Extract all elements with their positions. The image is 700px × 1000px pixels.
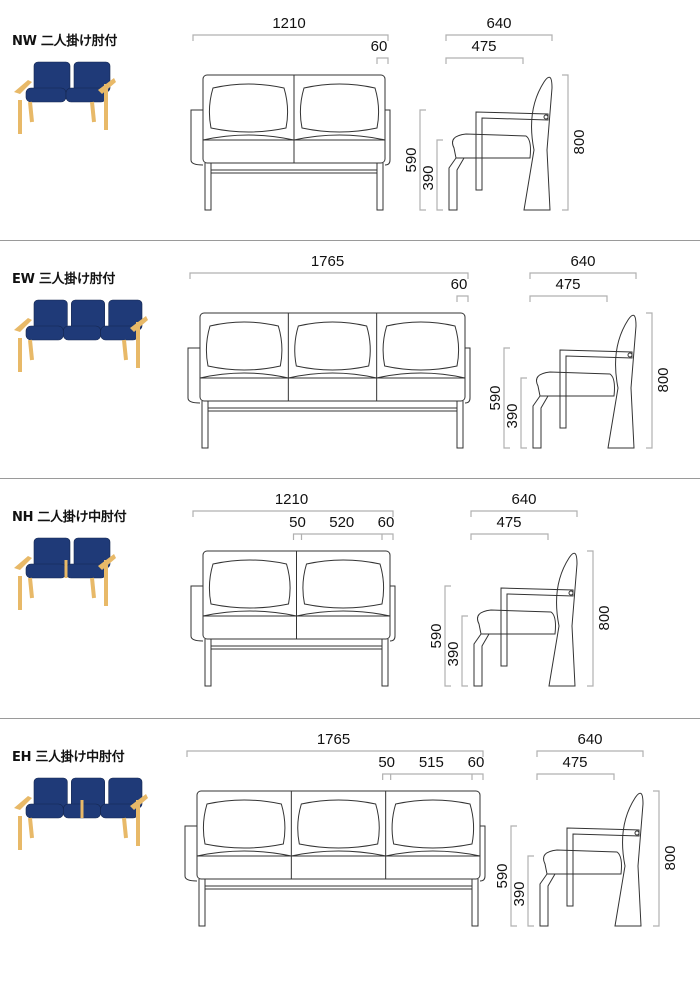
product-title: NH 二人掛け中肘付	[12, 510, 127, 525]
depth-dimension-line	[529, 272, 637, 279]
seat-depth-dimension-line	[536, 773, 615, 780]
side-view-drawing	[532, 314, 637, 449]
overall-width-dimension-line	[189, 272, 469, 279]
height-label: 800	[655, 367, 672, 392]
overall-width-dimension-line	[192, 510, 394, 517]
height-label: 800	[596, 605, 613, 630]
arm-height-dimension-line	[444, 585, 451, 687]
section-divider	[0, 478, 700, 479]
product-photo	[14, 537, 116, 610]
front-view-drawing	[190, 74, 391, 211]
seat-height-label: 390	[420, 165, 437, 190]
overall-width-dimension-line	[186, 750, 484, 757]
seat-dimension-line	[382, 773, 484, 780]
seat-depth-dimension-line	[470, 533, 549, 540]
section-divider	[0, 240, 700, 241]
front-view-drawing	[184, 790, 486, 927]
overall-width-label: 1210	[272, 15, 305, 32]
seat-height-label: 390	[445, 641, 462, 666]
height-dimension-line	[653, 790, 660, 927]
depth-label: 640	[511, 491, 536, 508]
depth-dimension-line	[536, 750, 644, 757]
seat-height-dimension-line	[527, 855, 534, 927]
depth-label: 640	[577, 731, 602, 748]
arm-height-dimension-line	[419, 109, 426, 211]
seat-depth-label: 475	[562, 754, 587, 771]
side-view-drawing	[473, 552, 578, 687]
arm-height-dimension-line	[503, 347, 510, 449]
arm-width-label: 60	[378, 514, 395, 531]
seat-depth-label: 475	[471, 38, 496, 55]
seat-height-label: 390	[504, 403, 521, 428]
overall-width-label: 1765	[311, 253, 344, 270]
depth-label: 640	[570, 253, 595, 270]
arm-width-label: 60	[468, 754, 485, 771]
height-dimension-line	[646, 312, 653, 449]
front-view-drawing	[187, 312, 471, 449]
arm-width-label: 60	[451, 276, 468, 293]
product-photo	[14, 777, 148, 850]
mid-arm-width-label: 50	[378, 754, 395, 771]
side-view-drawing	[539, 792, 644, 927]
arm-height-label: 590	[494, 863, 511, 888]
height-dimension-line	[587, 550, 594, 687]
height-label: 800	[662, 845, 679, 870]
seat-width-label: 520	[329, 514, 354, 531]
arm-width-dimension-line	[376, 57, 389, 64]
mid-arm-width-label: 50	[289, 514, 306, 531]
product-title: NW 二人掛け肘付	[12, 34, 118, 49]
arm-height-label: 590	[487, 385, 504, 410]
section-divider	[0, 718, 700, 719]
product-title: EH 三人掛け中肘付	[12, 750, 125, 765]
arm-height-label: 590	[403, 147, 420, 172]
seat-height-dimension-line	[461, 615, 468, 687]
depth-dimension-line	[470, 510, 578, 517]
depth-label: 640	[486, 15, 511, 32]
product-photo	[14, 61, 116, 134]
arm-width-label: 60	[371, 38, 388, 55]
side-view-drawing	[448, 76, 553, 211]
seat-height-label: 390	[511, 881, 528, 906]
overall-width-label: 1765	[317, 731, 350, 748]
seat-depth-dimension-line	[445, 57, 524, 64]
height-label: 800	[571, 129, 588, 154]
seat-depth-label: 475	[496, 514, 521, 531]
overall-width-label: 1210	[275, 491, 308, 508]
arm-height-dimension-line	[510, 825, 517, 927]
overall-width-dimension-line	[192, 34, 389, 41]
product-title: EW 三人掛け肘付	[12, 272, 116, 287]
seat-width-label: 515	[419, 754, 444, 771]
seat-height-dimension-line	[436, 139, 443, 211]
seat-depth-label: 475	[555, 276, 580, 293]
seat-height-dimension-line	[520, 377, 527, 449]
seat-depth-dimension-line	[529, 295, 608, 302]
product-photo	[14, 299, 148, 372]
height-dimension-line	[562, 74, 569, 211]
front-view-drawing	[190, 550, 396, 687]
arm-height-label: 590	[428, 623, 445, 648]
seat-dimension-line	[292, 533, 394, 540]
arm-width-dimension-line	[456, 295, 469, 302]
depth-dimension-line	[445, 34, 553, 41]
